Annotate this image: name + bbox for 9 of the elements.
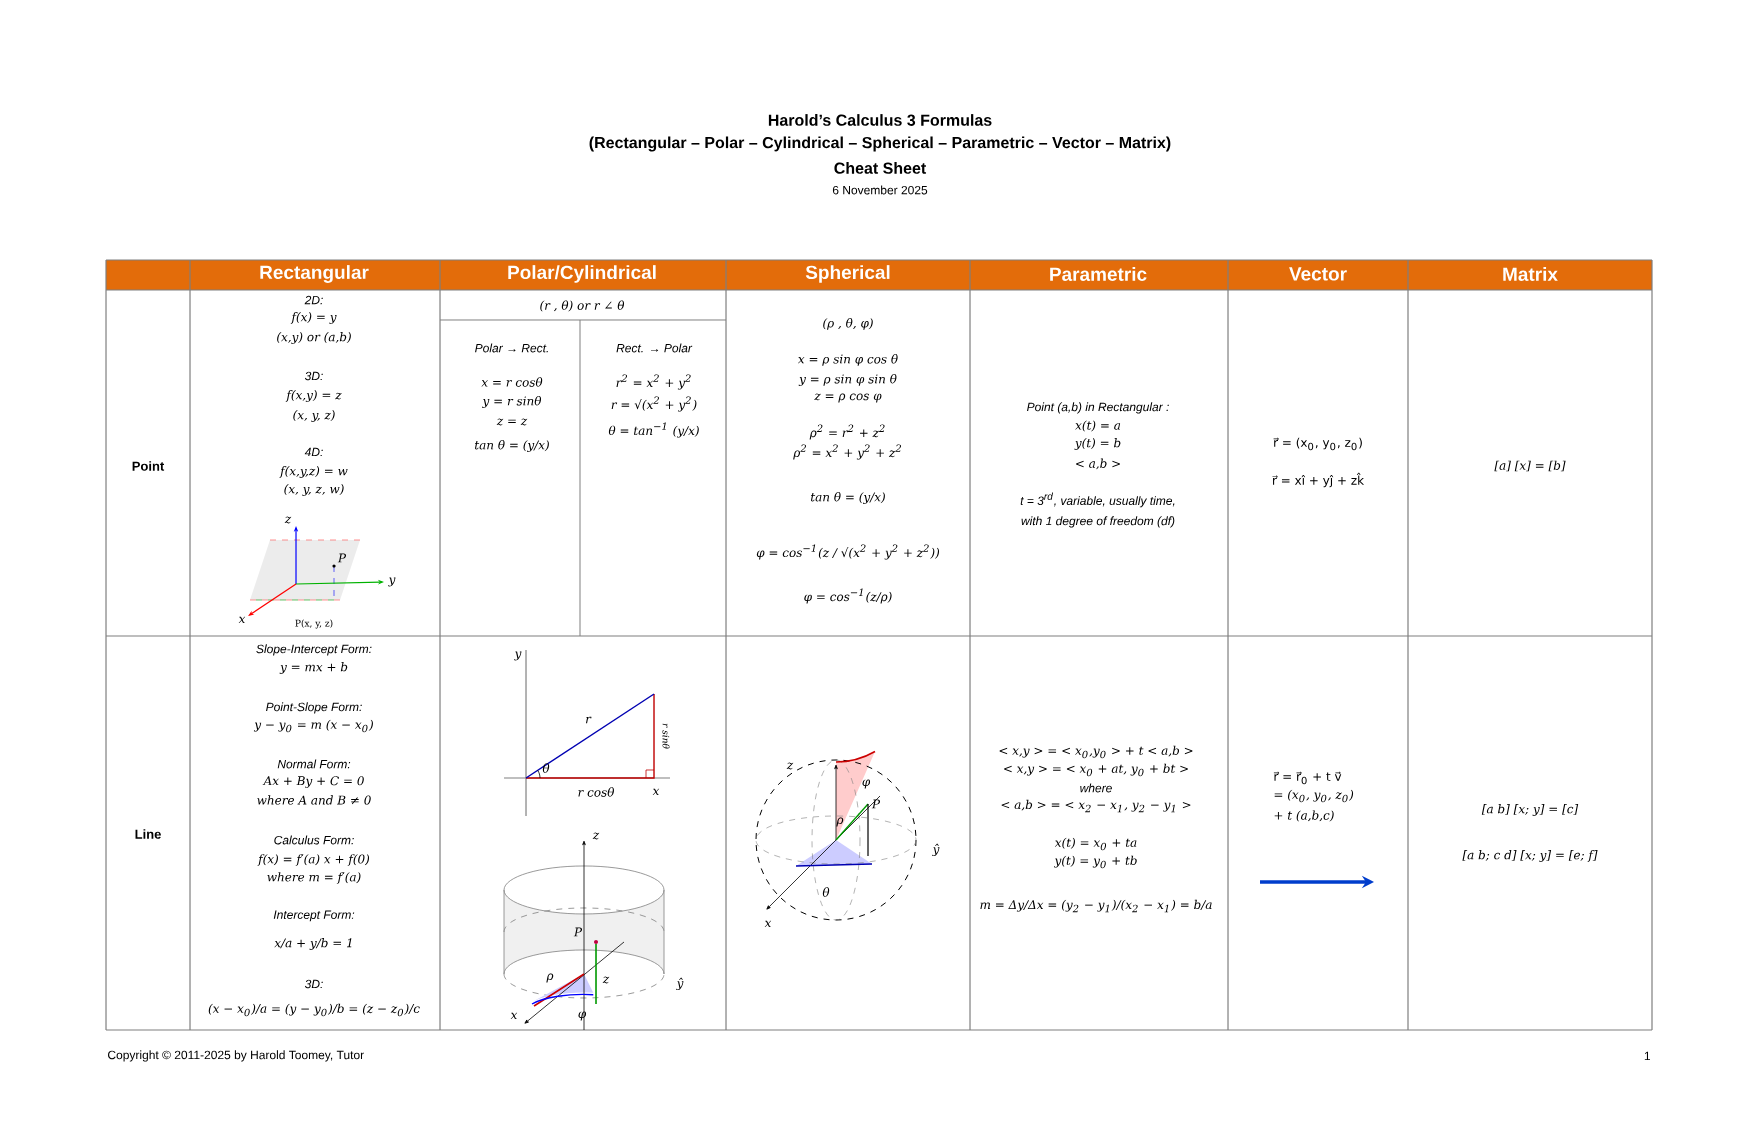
column-header: Polar/Cylindrical: [508, 265, 656, 283]
subtitle: Cheat Sheet: [834, 162, 927, 174]
title: Harold’s Calculus 3 Formulas: [768, 114, 992, 126]
column-header: Spherical: [805, 265, 890, 283]
column-header: Vector: [1289, 267, 1347, 281]
column-header: Rectangular: [260, 265, 369, 283]
column-header: Matrix: [1503, 267, 1558, 281]
subtitle: (Rectangular – Polar – Cylindrical – Spherical – Parametric – Vector – Matrix): [589, 136, 1171, 152]
column-header: Parametric: [1050, 267, 1147, 281]
